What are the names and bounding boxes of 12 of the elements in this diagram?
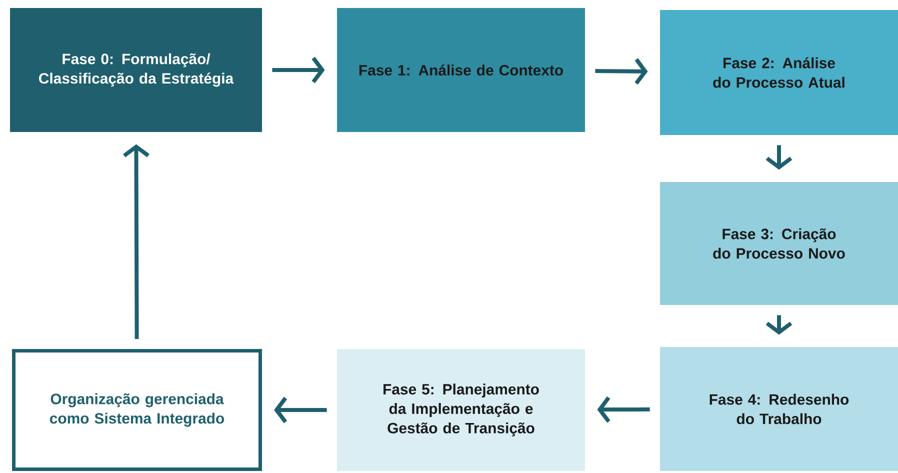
process-box: Organização gerenciada como Sistema Integrado <box>12 349 262 471</box>
process-box: Fase 2: Análise do Processo Atual <box>660 10 898 135</box>
arrow <box>272 56 325 84</box>
arrow <box>595 58 648 85</box>
arrow <box>597 396 650 423</box>
process-box: Fase 1: Análise de Contexto <box>337 8 585 132</box>
arrow <box>274 396 327 424</box>
process-box: Fase 4: Redesenho do Trabalho <box>660 347 898 471</box>
process-box: Fase 0: Formulação/ Classificação da Estratégia <box>10 8 262 132</box>
process-box: Fase 3: Criação do Processo Novo <box>660 182 898 305</box>
process-box: Fase 5: Planejamento da Implementação e Gestão de Transição <box>337 349 585 471</box>
arrow <box>123 144 150 339</box>
